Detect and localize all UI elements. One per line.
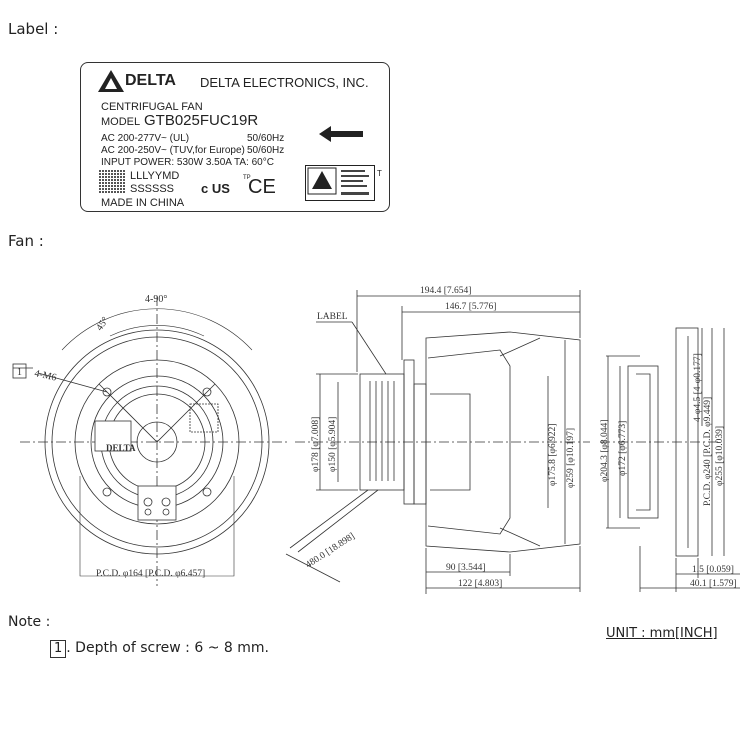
note-number-box: 1 <box>50 640 67 658</box>
front-pcd-dimension: P.C.D. φ164 [P.C.D. φ6.457] <box>96 569 205 579</box>
label-brand-logo: DELTA <box>125 72 176 89</box>
product-label-card: DELTA DELTA ELECTRONICS, INC. CENTRIFUGA… <box>80 62 390 212</box>
label-model-prefix: MODEL <box>101 116 141 128</box>
fan-technical-drawing: 4-90° 45° 1 4-M6 DELTA P.C.D. φ164 [P.C.… <box>12 286 740 594</box>
flange-dim-pcd240: P.C.D. φ240 [P.C.D. φ9.449] <box>703 397 713 506</box>
barcode-pattern-icon <box>99 170 125 194</box>
label-input-power: INPUT POWER: 530W 3.50A TA: 60°C <box>101 157 274 168</box>
label-model: GTB025FUC19R <box>144 112 259 129</box>
label-frequency-ul: 50/60Hz <box>247 133 285 144</box>
side-dim-d150: φ150 [φ5.904] <box>328 417 338 472</box>
label-t-mark: T <box>377 169 382 178</box>
flange-view <box>600 327 740 592</box>
label-tp-mark: TP <box>243 175 251 181</box>
note-section-title: Note : <box>8 614 51 630</box>
tuv-certification-icon <box>305 165 375 201</box>
front-delta-logo: DELTA <box>106 443 136 453</box>
delta-logo-icon <box>98 70 124 92</box>
side-dim-d259: φ259 [φ10.197] <box>566 428 576 488</box>
label-voltage-ul: AC 200-277V~ (UL) <box>101 133 190 144</box>
flange-dim-d204: φ204.3 [φ8.044] <box>600 420 610 482</box>
side-dim-90: 90 [3.544] <box>446 563 486 573</box>
side-view <box>285 290 590 594</box>
ul-mark-icon: c US <box>201 181 230 196</box>
label-date-code: LLLYYMD <box>130 170 180 182</box>
side-dim-d175: φ175.8 [φ6.922] <box>548 424 558 486</box>
flange-dim-d172: φ172 [φ6.773] <box>618 421 628 476</box>
side-dim-d178: φ178 [φ7.008] <box>311 417 321 472</box>
front-callout-number: 1 <box>17 367 22 378</box>
label-serial-code: SSSSSS <box>130 183 175 195</box>
note-text: . Depth of screw : 6 ~ 8 mm. <box>66 640 269 656</box>
side-dim-impeller-length: 146.7 [5.776] <box>445 302 496 312</box>
side-dim-total-length: 194.4 [7.654] <box>420 286 471 296</box>
arrow-icon <box>319 126 363 142</box>
label-frequency-tuv: 50/60Hz <box>247 145 285 156</box>
side-dim-122: 122 [4.803] <box>458 579 502 589</box>
label-voltage-tuv: AC 200-250V~ (TUV,for Europe) <box>101 145 245 156</box>
label-company: DELTA ELECTRONICS, INC. <box>200 75 369 90</box>
ce-mark-icon: CE <box>248 176 276 198</box>
callout-1-box <box>12 363 27 379</box>
front-angle-4x90: 4-90° <box>145 294 167 305</box>
label-section-title: Label : <box>8 20 59 38</box>
flange-dim-1-5: 1.5 [0.059] <box>692 565 734 575</box>
fan-section-title: Fan : <box>8 232 44 250</box>
unit-label: UNIT : mm[INCH] <box>606 626 718 641</box>
note-item: 1. Depth of screw : 6 ~ 8 mm. <box>50 640 269 658</box>
side-dim-cable: 480.0 [18.898] <box>304 532 357 571</box>
label-origin: MADE IN CHINA <box>101 197 185 209</box>
flange-dim-40-1: 40.1 [1.579] <box>690 579 737 589</box>
label-product-type: CENTRIFUGAL FAN <box>101 101 203 113</box>
front-screw-label: 4-M6 <box>33 368 57 383</box>
flange-dim-d255: φ255 [φ10.039] <box>715 426 725 486</box>
front-view <box>13 296 288 586</box>
side-label-callout: LABEL <box>317 312 348 322</box>
flange-dim-holes: 4-φ4.5 [4-φ0.177] <box>693 353 703 422</box>
